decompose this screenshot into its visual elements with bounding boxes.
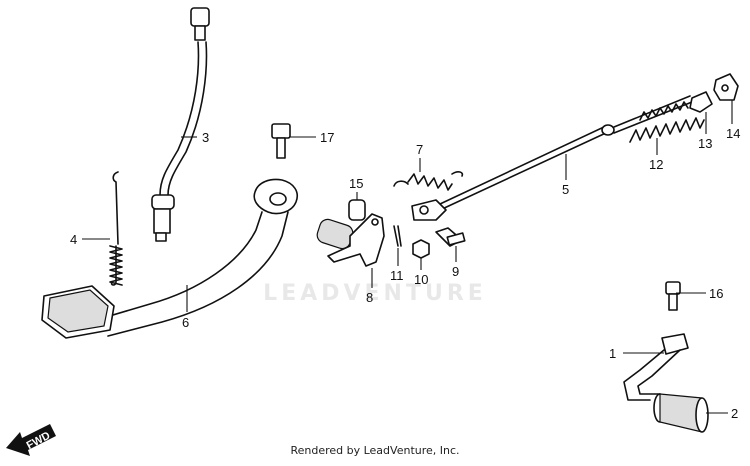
- callout-15: 15: [349, 176, 363, 191]
- footer-credit: Rendered by LeadVenture, Inc.: [290, 444, 460, 457]
- callout-9: 9: [452, 264, 459, 279]
- part-6-pedal-arm[interactable]: [41, 178, 298, 339]
- part-4-spring[interactable]: [109, 171, 123, 286]
- part-13-joint[interactable]: [689, 91, 713, 113]
- callout-1: 1: [609, 346, 616, 361]
- callout-5: 5: [562, 182, 569, 197]
- part-11-cotter-pin[interactable]: [393, 225, 402, 247]
- callout-2: 2: [731, 406, 738, 421]
- part-14-nut[interactable]: [713, 73, 739, 101]
- part-2-pedal-rubber[interactable]: [653, 393, 709, 433]
- watermark: LEADVENTURE: [263, 281, 487, 306]
- part-15-pin[interactable]: [348, 199, 366, 221]
- callout-8: 8: [366, 290, 373, 305]
- callout-3: 3: [202, 130, 209, 145]
- callouts: 3 4 6 17 7 15 8 11 10 9 5 12 13 14 16 1 …: [70, 126, 740, 421]
- callout-7: 7: [416, 142, 423, 157]
- callout-14: 14: [726, 126, 740, 141]
- part-17-bolt[interactable]: [271, 123, 291, 159]
- part-3-shift-rod[interactable]: [151, 7, 210, 242]
- part-1-shift-arm[interactable]: [623, 333, 689, 401]
- part-8-lever[interactable]: [315, 213, 385, 267]
- callout-16: 16: [709, 286, 723, 301]
- callout-12: 12: [649, 157, 663, 172]
- callout-13: 13: [698, 136, 712, 151]
- part-5-brake-rod[interactable]: [411, 95, 693, 221]
- callout-10: 10: [414, 272, 428, 287]
- callout-11: 11: [390, 268, 404, 283]
- part-16-bolt[interactable]: [665, 281, 681, 311]
- leader-lines: [82, 100, 733, 414]
- callout-6: 6: [182, 315, 189, 330]
- callout-17: 17: [320, 130, 334, 145]
- part-12-spring[interactable]: [629, 117, 705, 143]
- callout-4: 4: [70, 232, 77, 247]
- part-9-bolt[interactable]: [435, 227, 466, 247]
- part-7-spring[interactable]: [393, 171, 464, 191]
- part-10-nut[interactable]: [412, 239, 430, 259]
